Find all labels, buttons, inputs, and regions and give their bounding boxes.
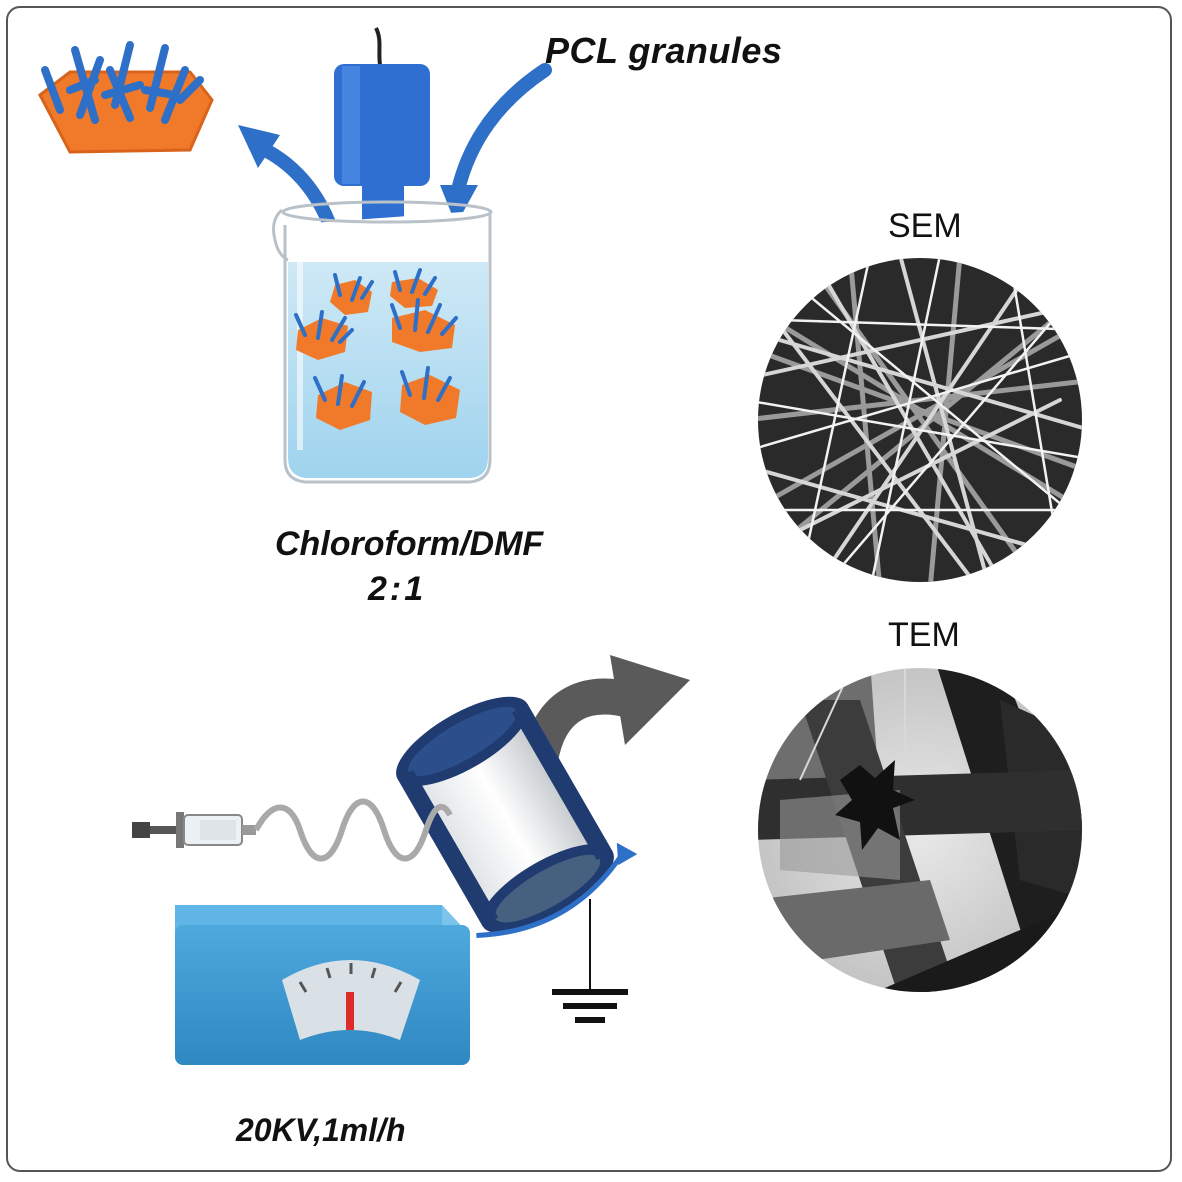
tem-label: TEM (888, 616, 960, 654)
power-supply-icon (175, 905, 470, 1065)
sem-micrograph (758, 258, 1082, 582)
solvent-label: Chloroform/DMF (275, 525, 544, 563)
ground-icon (552, 899, 628, 1023)
nanostructure-particle-icon (38, 41, 214, 154)
electrospinning-jet (253, 798, 453, 862)
dispersed-particles (294, 268, 460, 430)
drum-collector-icon (396, 696, 638, 938)
syringe-icon (132, 812, 256, 848)
pcl-granules-label: PCL granules (545, 30, 783, 71)
electrospinning-params-label: 20KV,1ml/h (236, 1112, 406, 1148)
input-arrow (451, 63, 552, 197)
sem-label: SEM (888, 207, 962, 245)
tem-micrograph (758, 668, 1082, 992)
collect-arrow-icon (522, 655, 690, 764)
output-arrowhead (238, 125, 280, 168)
solvent-ratio-label: 2:1 (368, 570, 427, 608)
